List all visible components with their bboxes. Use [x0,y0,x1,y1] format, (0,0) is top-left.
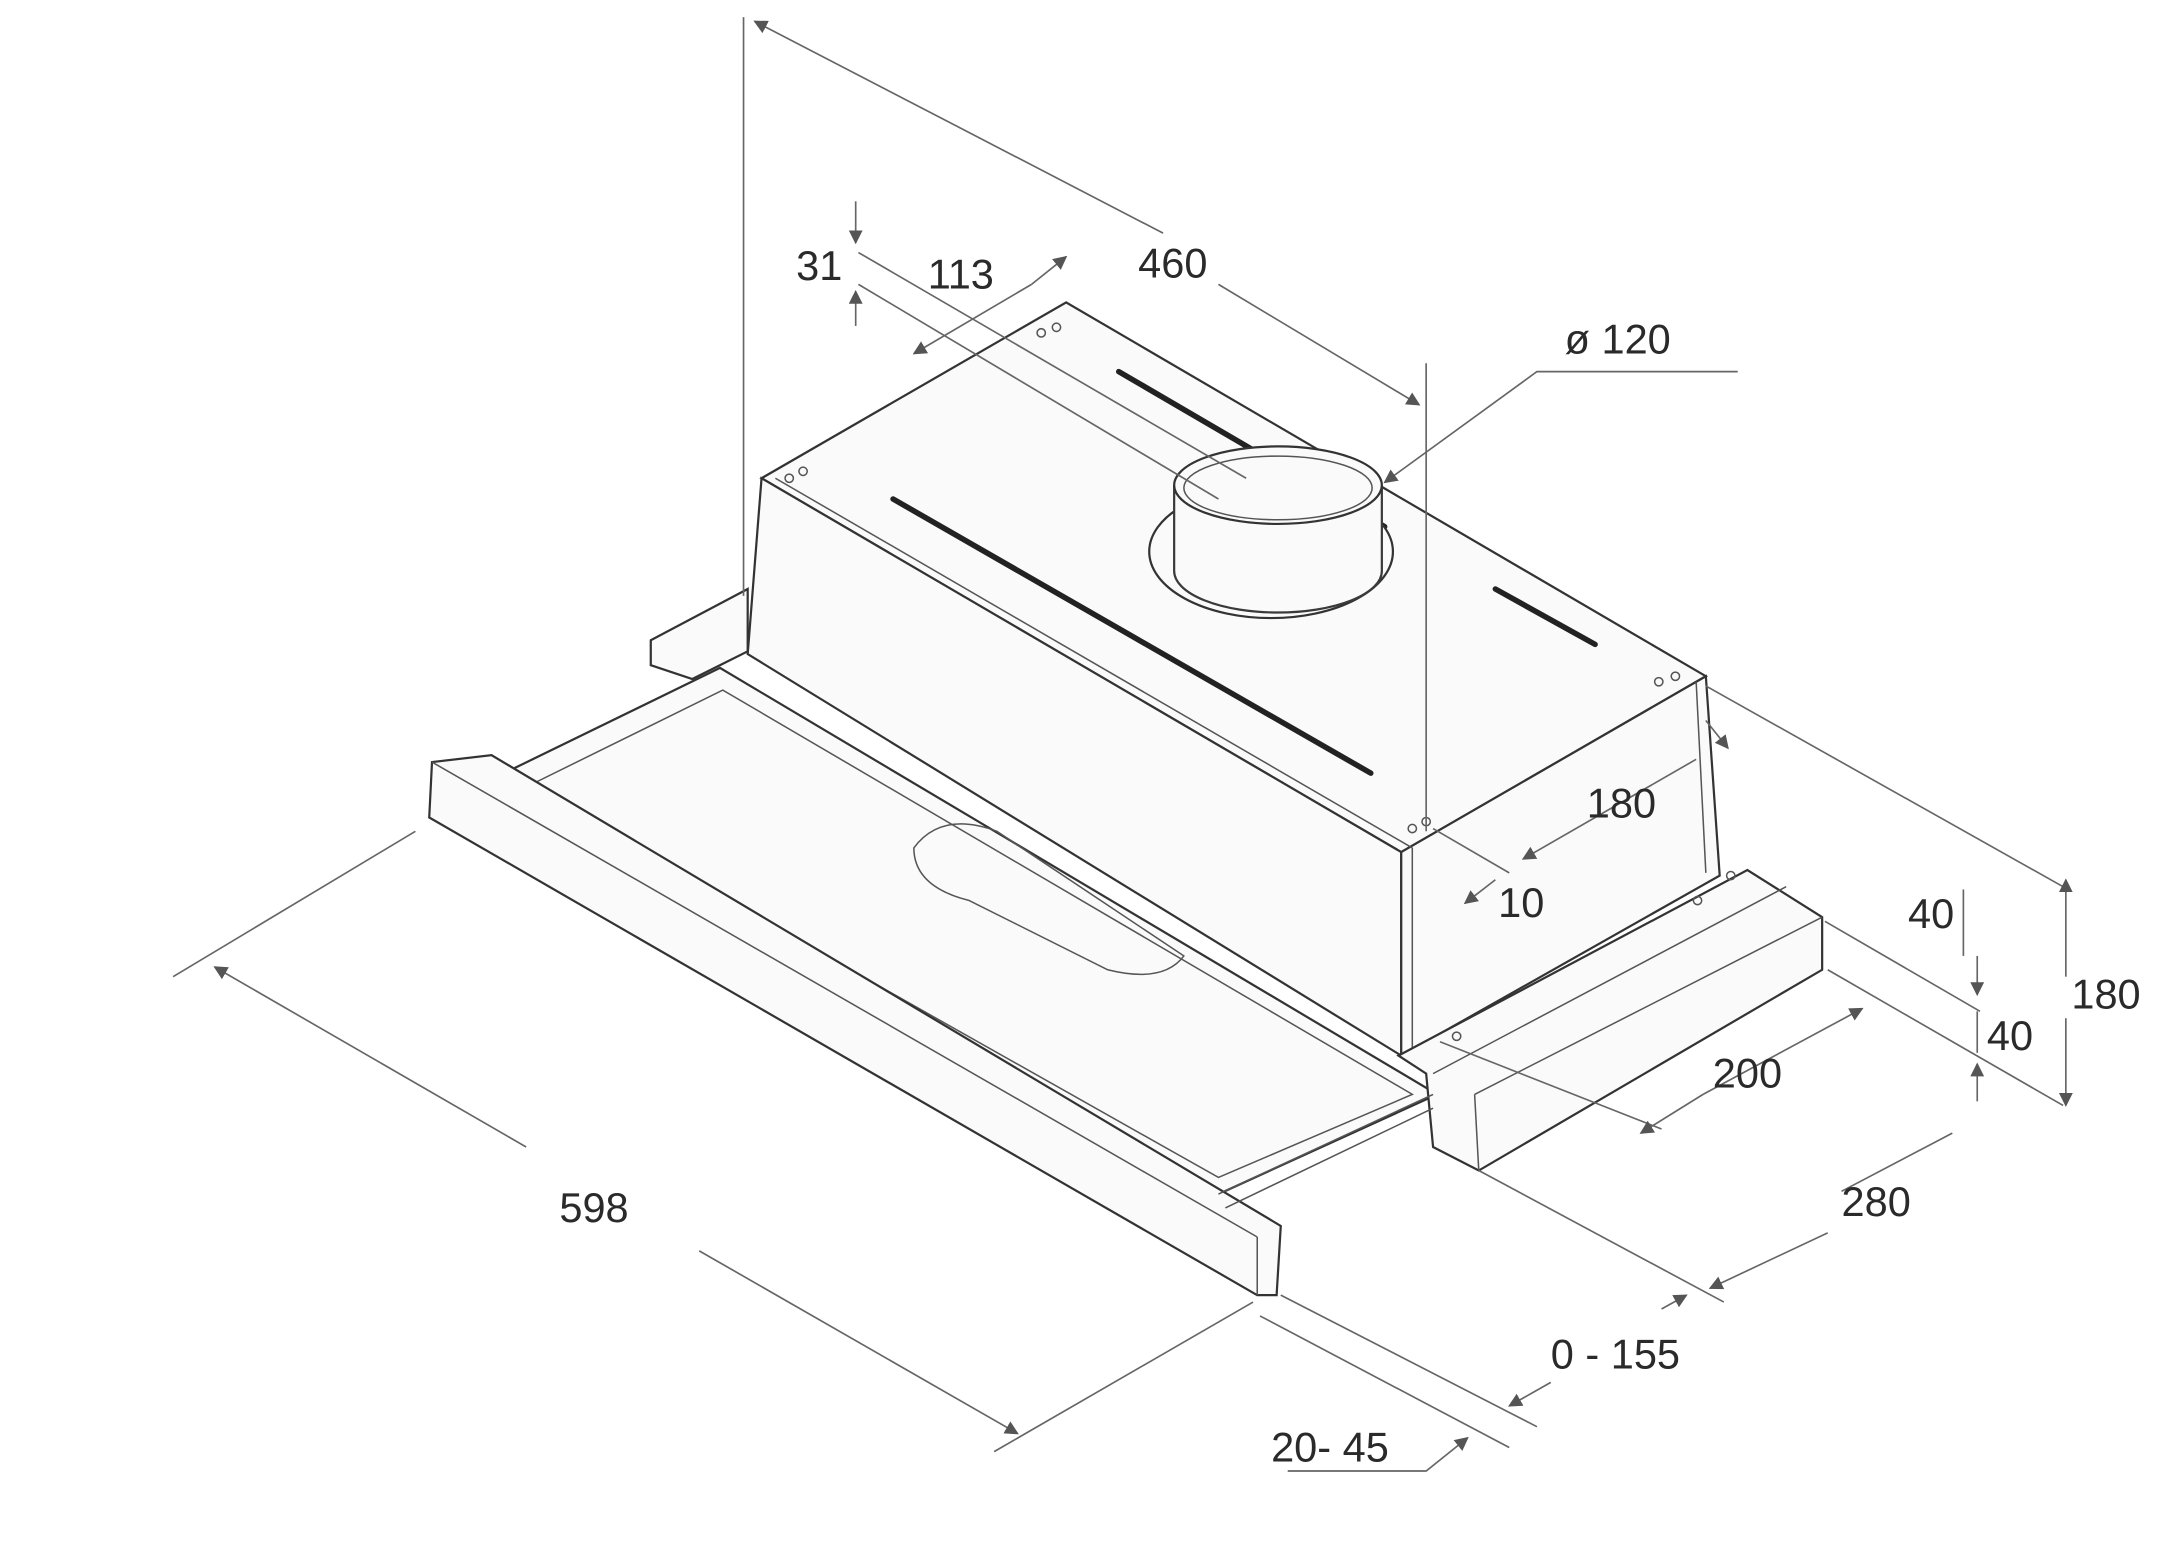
dim-top-offset: 31 [796,242,842,289]
duct-outlet [1148,445,1395,620]
dimension-lines [172,17,2073,1472]
dim-top-offset-depth: 113 [928,251,994,298]
dim-depth-total: 460 [1138,239,1207,286]
dimension-labels: 460 31 113 ø 120 180 10 40 180 40 200 59… [559,239,2140,1470]
dim-base-height-upper: 40 [1908,890,1954,937]
dim-body-depth: 280 [1842,1178,1911,1225]
dim-side-depth: 200 [1713,1049,1782,1096]
dim-front-panel: 20- 45 [1271,1423,1389,1470]
telescopic-drawer [428,666,1824,1297]
dim-base-height-lower: 40 [1987,1012,2033,1059]
dim-duct-side-offset: 180 [1587,779,1656,826]
dim-duct-diameter: ø 120 [1565,316,1671,363]
dim-drawer-extension: 0 - 155 [1551,1331,1680,1378]
dim-width: 598 [559,1184,628,1231]
dim-duct-front-offset: 10 [1498,879,1544,926]
dim-total-height: 180 [2071,971,2140,1018]
